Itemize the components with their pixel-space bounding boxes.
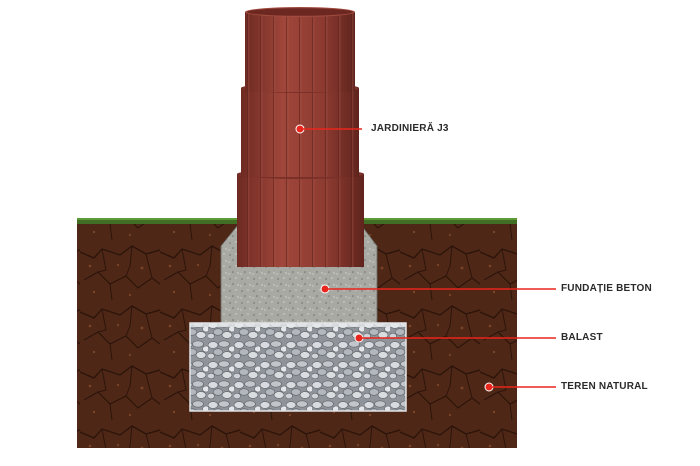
concrete-foundation-label: FUNDAȚIE BETON (561, 283, 652, 294)
pointer-planter (295, 124, 362, 134)
pointer-concrete-foundation (320, 284, 556, 294)
planter-label: JARDINIERĂ J3 (371, 123, 449, 134)
pointer-ballast (354, 333, 556, 343)
natural-ground-label: TEREN NATURAL (561, 381, 648, 392)
ballast-layer (190, 323, 406, 411)
pointer-natural-ground (484, 382, 556, 392)
ballast-label: BALAST (561, 332, 603, 343)
planter-j3 (237, 7, 364, 267)
